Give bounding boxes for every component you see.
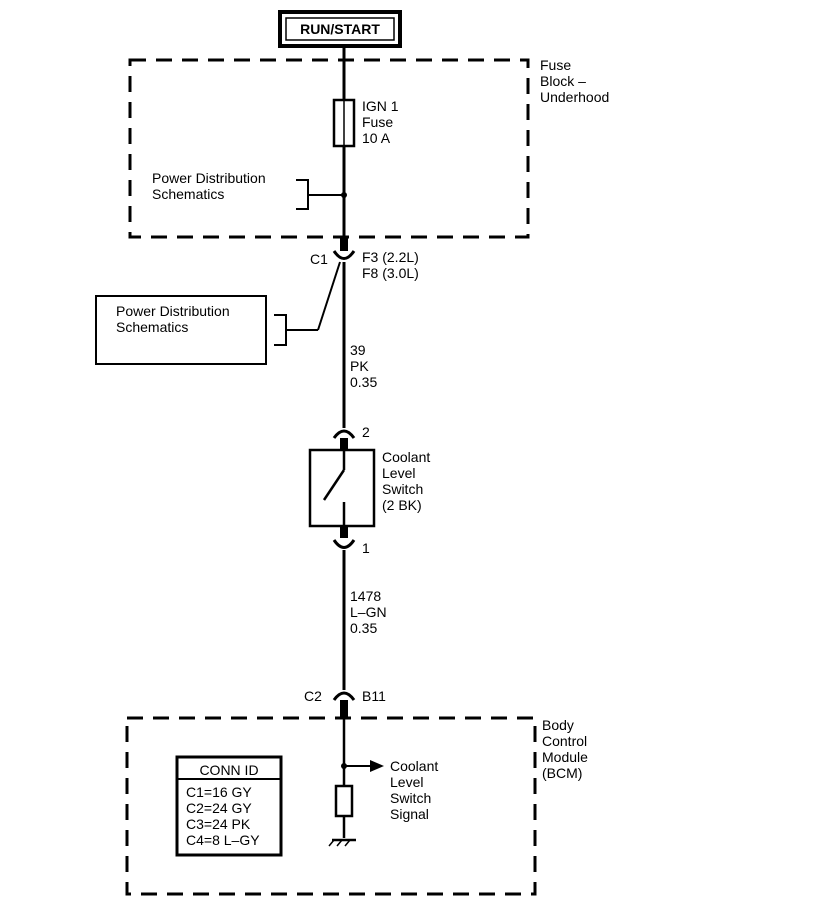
wire-2-color: L–GN xyxy=(350,604,387,620)
switch-label: Coolant Level Switch (2 BK) xyxy=(382,449,430,513)
conn-id-row: C1=16 GY xyxy=(186,784,252,800)
fuse-block-label-line1: Fuse xyxy=(540,57,571,73)
switch-pin-bottom: 1 xyxy=(362,540,370,556)
ground-icon xyxy=(328,838,356,847)
connector-c1 xyxy=(332,237,356,260)
signal-label-line3: Switch xyxy=(390,790,431,806)
wire-1-label: 39 PK 0.35 xyxy=(350,342,377,390)
switch-connector-bottom xyxy=(332,526,356,549)
connector-c1-pin2: F8 (3.0L) xyxy=(362,265,419,281)
wire-1-color: PK xyxy=(350,358,369,374)
conn-id-row: C3=24 PK xyxy=(186,816,251,832)
conn-id-table xyxy=(175,755,283,857)
signal-label-line4: Signal xyxy=(390,806,429,822)
conn-id-row: C2=24 GY xyxy=(186,800,252,816)
external-ref-line2: Schematics xyxy=(116,319,188,335)
wire-2-gauge: 0.35 xyxy=(350,620,377,636)
fuse-block-label-line2: Block – xyxy=(540,73,586,89)
switch-label-line2: Level xyxy=(382,465,415,481)
connector-c2 xyxy=(332,691,356,718)
fuse-symbol xyxy=(332,98,356,148)
signal-arrow xyxy=(344,760,384,772)
power-dist-ref-bracket xyxy=(296,179,344,210)
power-source-box: RUN/START xyxy=(278,10,402,48)
coolant-level-switch xyxy=(308,448,376,528)
external-ref-box xyxy=(95,295,267,365)
bcm-label-line3: Module xyxy=(542,749,588,765)
connector-c2-pin: B11 xyxy=(362,688,386,704)
fuse-label-line2: Fuse xyxy=(362,114,393,130)
external-ref-line1: Power Distribution xyxy=(116,303,230,319)
signal-label-line1: Coolant xyxy=(390,758,438,774)
external-ref-bracket xyxy=(274,261,341,346)
bcm-label: Body Control Module (BCM) xyxy=(542,717,588,781)
conn-id-title: CONN ID xyxy=(199,762,258,778)
power-dist-ref-label: Power Distribution Schematics xyxy=(152,170,266,202)
pull-down-resistor xyxy=(334,784,354,818)
fuse-block-enclosure xyxy=(128,58,530,239)
bcm-label-line2: Control xyxy=(542,733,587,749)
fuse-label: IGN 1 Fuse 10 A xyxy=(362,98,399,146)
wire-1-gauge: 0.35 xyxy=(350,374,377,390)
conn-id-row: C4=8 L–GY xyxy=(186,832,260,848)
bcm-label-line4: (BCM) xyxy=(542,765,582,781)
switch-label-line4: (2 BK) xyxy=(382,497,422,513)
bcm-enclosure xyxy=(125,716,537,896)
wire-2-circuit: 1478 xyxy=(350,588,381,604)
wire-1-circuit: 39 xyxy=(350,342,366,358)
signal-label: Coolant Level Switch Signal xyxy=(390,758,438,822)
signal-label-line2: Level xyxy=(390,774,423,790)
power-dist-ref-line1: Power Distribution xyxy=(152,170,266,186)
connector-c1-pin1: F3 (2.2L) xyxy=(362,249,419,265)
connector-c1-name: C1 xyxy=(310,251,328,267)
switch-pin-top: 2 xyxy=(362,424,370,440)
power-source-label: RUN/START xyxy=(300,21,380,37)
fuse-label-line1: IGN 1 xyxy=(362,98,399,114)
bcm-label-line1: Body xyxy=(542,717,574,733)
fuse-block-label-line3: Underhood xyxy=(540,89,609,105)
switch-label-line1: Coolant xyxy=(382,449,430,465)
switch-label-line3: Switch xyxy=(382,481,423,497)
fuse-label-line3: 10 A xyxy=(362,130,391,146)
fuse-block-label: Fuse Block – Underhood xyxy=(540,57,609,105)
connector-c2-name: C2 xyxy=(304,688,322,704)
wire-2-label: 1478 L–GN 0.35 xyxy=(350,588,387,636)
switch-connector-top xyxy=(332,429,356,450)
power-dist-ref-line2: Schematics xyxy=(152,186,224,202)
